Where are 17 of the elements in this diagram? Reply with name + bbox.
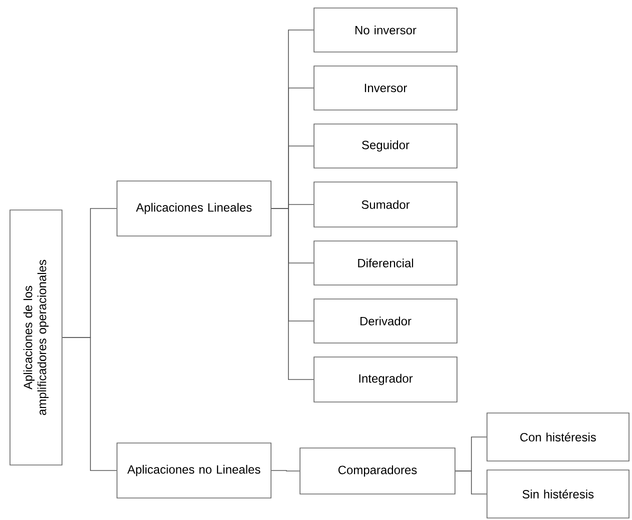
connector-line <box>455 470 487 494</box>
process-box: Comparadores <box>300 448 456 494</box>
process-box: Inversor <box>314 66 458 110</box>
process-box: Con histéresis <box>486 412 630 462</box>
process-box: No inversor <box>314 8 458 52</box>
process-box: Aplicaciones de los amplificadores operacionales <box>10 210 62 466</box>
process-box: Seguidor <box>314 124 458 168</box>
process-box: Integrador <box>314 356 458 402</box>
process-box: Sumador <box>314 182 458 228</box>
process-box: Aplicaciones no Lineales <box>116 442 272 498</box>
process-box: Diferencial <box>314 240 458 286</box>
process-box: Aplicaciones Lineales <box>116 180 272 236</box>
connector-line <box>62 337 117 471</box>
process-box: Derivador <box>314 298 458 344</box>
process-box: Sin histéresis <box>486 470 630 518</box>
connector-line <box>271 470 300 472</box>
connector-line <box>271 208 314 380</box>
